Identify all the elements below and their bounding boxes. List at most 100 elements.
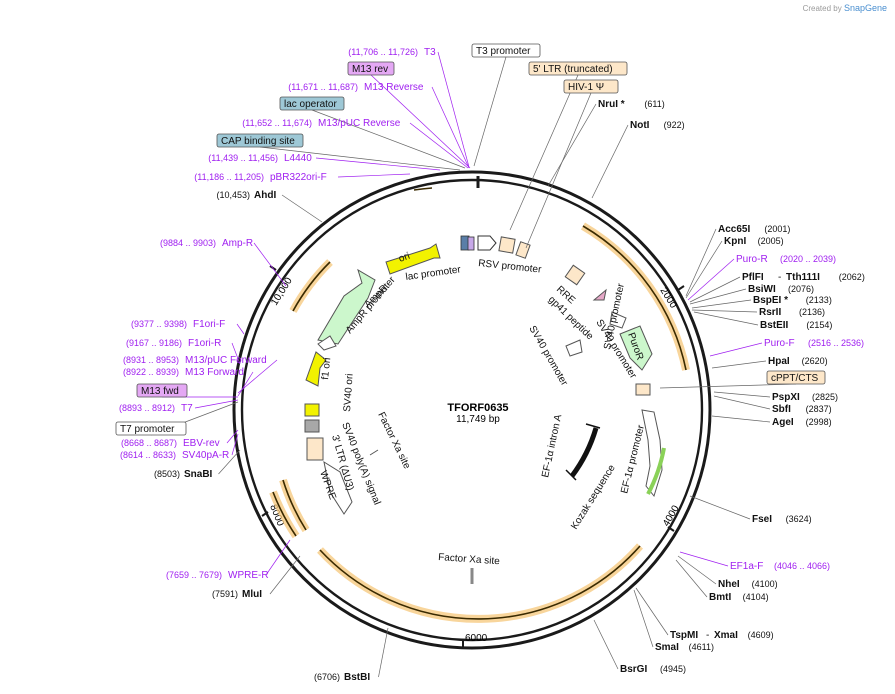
snapgene-logo: SnapGene [843,3,887,13]
callout-m13puc-forward: (8931 .. 8953)M13/pUC Forward [123,355,278,394]
callout-puro-f: (2516 .. 2536)Puro-F [709,338,864,357]
sv40-ori-box [304,403,320,417]
arc-top-small [413,187,433,191]
ef1a-promoter-arrow [646,447,666,495]
callout-text-nrui: NruI * [598,99,625,110]
callout-m13rev-box: M13 rev [347,61,471,169]
callout-line-tspmi [635,587,669,636]
callout-puro-r: (2020 .. 2039)Puro-R [687,254,836,301]
callout-line-amp-r [253,242,287,287]
callout-text-rsrii: RsrII [759,307,781,318]
sv40-promoter-a-arrow [609,311,627,329]
callout-pos-bsrgi: (4945) [660,664,686,674]
wpre-arrow [323,460,353,515]
callout-bsteii: (2154)BstEII [693,311,832,331]
callout-range-m13puc-reverse: (11,652 .. 11,674) [242,118,312,128]
callout-text-m13fwd-box: M13 fwd [141,386,179,397]
cppt-feature [635,383,651,396]
sv40-promoter-b-arrow [565,339,583,357]
callout-line-m13-forward [237,371,254,397]
ltr5-feature [498,236,516,254]
callout-pos-kpni: (2005) [758,236,784,246]
sv40-ori-arrow [317,335,337,351]
callout-text-hiv1psi: HIV-1 Ψ [568,82,604,93]
tick-label-6000: 6000 [465,633,488,644]
callout-text-lac-operator: lac operator [284,99,337,110]
callout-l4440: (11,439 .. 11,456) L4440 [208,153,441,171]
callout-pos-sbfi: (2837) [806,404,832,414]
callout-range-t3: (11,706 .. 11,726) [348,47,418,57]
callout-text-m13puc-forward: M13/pUC Forward [185,355,267,366]
callout-pos-agei: (2998) [806,417,832,427]
callout-text-l4440: L4440 [284,153,312,164]
callout-snabi: (8503)SnaBI [154,449,241,480]
callout-line-ahdi [281,194,323,223]
rre-feature [564,264,586,286]
tick-mark-8000 [261,511,269,517]
callout-line-sbfi [713,395,771,410]
ef1a-intron-cap-top [585,423,601,429]
callout-bspei: (2133)BspEI * [691,295,832,309]
callout-sep-pflfi: - [778,272,781,283]
callout-pos-noti: (922) [664,120,685,130]
callout-text-kpni: KpnI [724,236,746,247]
callout-m13-forward: (8922 .. 8939)M13 Forward [123,367,254,397]
callout-line-bsrgi [593,619,619,670]
callout-text2-pflfi: Tth111I [786,272,820,283]
callout-line-sv40pa-r [231,433,239,456]
callout-tspmi: -XmaI(4609)TspMI [635,587,774,641]
callout-line-lac-operator [311,109,466,169]
callout-line-snabi [218,449,241,475]
callout-pos-rsrii: (2136) [799,307,825,317]
callout-pos-fsei: (3624) [786,514,812,524]
callout-text-amp-r: Amp-R [222,238,253,249]
callout-sep-tspmi: - [706,630,709,641]
label-ef1a-promoter: EF-1α promoter [619,423,647,494]
callout-line-hiv1psi [525,92,592,249]
callout-pos-nrui: (611) [644,99,664,109]
callout-text-cppt: cPPT/CTS [771,373,819,384]
callout-text-puro-r: Puro-R [736,254,768,265]
callout-text-cap-binding-site: CAP binding site [221,136,295,147]
callout-t7-promoter: T7 promoter [115,401,239,436]
callout-bsrgi: (4945)BsrGI [593,619,686,675]
callout-text-tspmi: TspMI [670,630,698,641]
callout-pspxi: (2825)PspXI [713,391,838,403]
callout-line-kpni [685,240,723,299]
callout-pos-tspmi: (4609) [748,630,774,640]
callout-line-hpai [711,360,767,369]
label-lac-promoter: lac promoter [405,264,462,283]
ef1a-intron-cap-bottom [565,469,577,481]
callout-range-f1ori-r: (9167 .. 9186) [126,338,182,348]
callout-line-fsei [689,495,751,520]
callout-pos-bsiwi: (2076) [788,284,814,294]
callout-line-ef1a-f [679,551,729,567]
callout-range-sv40pa-r: (8614 .. 8633) [120,450,176,460]
callout-nhei: (4100)NheI [677,555,778,590]
callout-hpai: (2620)HpaI [711,356,828,369]
callout-range-amp-r: (9884 .. 9903) [160,238,216,248]
callout-text-bmti: BmtI [709,592,731,603]
callout-line-m13-reverse [431,86,470,169]
callout-line-bmti [675,559,708,598]
arc-ampr-region [292,261,331,312]
callout-box-m13fwd-box [136,383,188,398]
callout-line-nrui [547,103,597,187]
callout-sv40pa-r: (8614 .. 8633)SV40pA-R [120,433,239,461]
callout-box-m13rev-box [347,61,395,76]
callout-line-cap-binding-site [259,146,461,171]
callout-text-puro-f: Puro-F [764,338,795,349]
callout-text-m13-reverse: M13 Reverse [364,82,424,93]
callout-text-t7: T7 [181,403,193,414]
callout-range-l4440: (11,439 .. 11,456) [208,153,278,163]
callout-cppt: cPPT/CTS [659,370,826,389]
callout-pbr322ori-f: (11,186 .. 11,205)pBR322ori-F [194,172,411,183]
callout-lac-operator: lac operator [279,96,466,169]
callout-text-noti: NotI [630,120,650,131]
callout-line-f1ori-f [236,323,245,335]
ampr-arrow [317,268,376,345]
callout-pos-mlui: (7591) [212,589,238,599]
callout-box-hiv1psi [563,79,619,94]
